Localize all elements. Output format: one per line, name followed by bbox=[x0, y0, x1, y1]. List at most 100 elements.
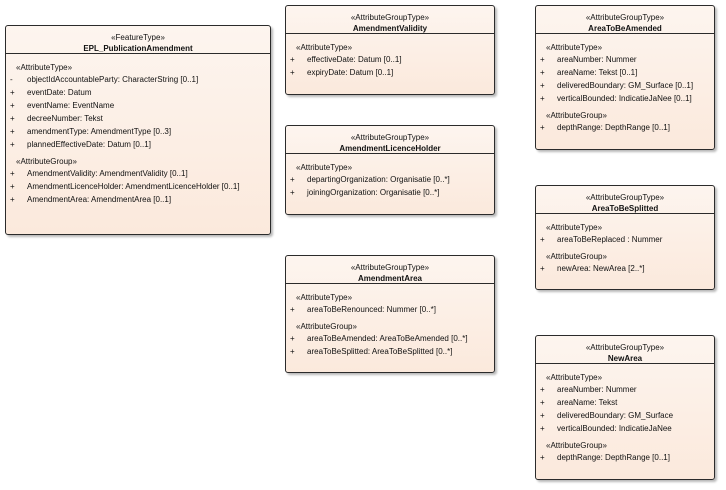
attribute-row[interactable]: - objectIdAccountableParty: CharacterStri… bbox=[6, 73, 270, 86]
attribute-text: depthRange: DepthRange [0..1] bbox=[557, 123, 670, 132]
attribute-row[interactable]: +depthRange: DepthRange [0..1] bbox=[536, 121, 714, 134]
visibility-marker: + bbox=[290, 55, 295, 64]
attribute-text: eventDate: Datum bbox=[27, 88, 92, 97]
attribute-row[interactable]: + deliveredBoundary: GM_Surface bbox=[536, 409, 714, 422]
attribute-row[interactable]: +eventName: EventName bbox=[6, 99, 270, 112]
attribute-row[interactable]: +verticalBounded: IndicatieJaNee bbox=[536, 422, 714, 435]
visibility-marker: + bbox=[290, 188, 295, 197]
attribute-row[interactable]: + verticalBounded: IndicatieJaNee [0..1] bbox=[536, 92, 714, 105]
section-label: «AttributeType» bbox=[296, 43, 353, 52]
attribute-row[interactable]: + areaName: Tekst [0..1] bbox=[536, 66, 714, 79]
class-stereotype: «AttributeGroupType» bbox=[585, 13, 665, 22]
attribute-row[interactable]: + expiryDate: Datum [0..1] bbox=[286, 66, 494, 79]
attribute-row[interactable]: + areaNumber: Nummer bbox=[536, 53, 714, 66]
class-name: AreaToBeAmended bbox=[588, 24, 662, 33]
attribute-text: expiryDate: Datum [0..1] bbox=[307, 68, 394, 77]
class-header: «AttributeGroupType» NewArea bbox=[536, 336, 714, 364]
class-header: «AttributeGroupType» AmendmentValidity bbox=[286, 6, 494, 34]
attribute-row[interactable]: + areaName: Tekst bbox=[536, 396, 714, 409]
class-header: «AttributeGroupType» AmendmentArea bbox=[286, 256, 494, 284]
visibility-marker: + bbox=[290, 68, 295, 77]
class-stereotype: «AttributeGroupType» bbox=[585, 193, 665, 202]
visibility-marker: + bbox=[540, 264, 545, 273]
class-name: EPL_PublicationAmendment bbox=[83, 44, 193, 53]
class-epl-publication-amendment[interactable]: «FeatureType» EPL_PublicationAmendment «… bbox=[5, 25, 271, 235]
section-label: «AttributeType» bbox=[16, 63, 73, 72]
class-name: AmendmentValidity bbox=[352, 24, 428, 33]
attribute-row[interactable]: +areaToBeReplaced : Nummer bbox=[536, 233, 714, 246]
attribute-row[interactable]: + areaToBeAmended: AreaToBeAmended [0..*] bbox=[286, 332, 494, 345]
attribute-row[interactable]: +plannedEffectiveDate: Datum [0..1] bbox=[6, 138, 270, 151]
class-new-area[interactable]: «AttributeGroupType» NewArea «AttributeT… bbox=[535, 335, 715, 480]
class-stereotype: «AttributeGroupType» bbox=[350, 263, 430, 272]
attribute-row[interactable]: + effectiveDate: Datum [0..1] bbox=[286, 53, 494, 66]
attribute-text: departingOrganization: Organisatie [0..*… bbox=[307, 175, 450, 184]
attribute-row[interactable]: +areaNumber: Nummer bbox=[536, 383, 714, 396]
visibility-marker: + bbox=[540, 411, 545, 420]
attribute-text: objectIdAccountableParty: CharacterStrin… bbox=[27, 75, 199, 84]
class-stereotype: «AttributeGroupType» bbox=[350, 13, 430, 22]
visibility-marker: + bbox=[540, 55, 545, 64]
attribute-text: areaToBeAmended: AreaToBeAmended [0..*] bbox=[307, 334, 468, 343]
visibility-marker: + bbox=[10, 195, 15, 204]
section-label: «AttributeGroup» bbox=[546, 111, 607, 120]
attribute-row[interactable]: +deliveredBoundary: GM_Surface [0..1] bbox=[536, 79, 714, 92]
attribute-text: depthRange: DepthRange [0..1] bbox=[557, 453, 670, 462]
attribute-text: deliveredBoundary: GM_Surface [0..1] bbox=[557, 81, 694, 90]
attribute-text: deliveredBoundary: GM_Surface bbox=[557, 411, 674, 420]
class-amendment-validity[interactable]: «AttributeGroupType» AmendmentValidity «… bbox=[285, 5, 495, 95]
attribute-row[interactable]: +departingOrganization: Organisatie [0..… bbox=[286, 173, 494, 186]
attribute-row[interactable]: + eventDate: Datum bbox=[6, 86, 270, 99]
class-stereotype: «FeatureType» bbox=[111, 33, 165, 42]
attribute-row[interactable]: +areaToBeSplitted: AreaToBeSplitted [0..… bbox=[286, 345, 494, 358]
visibility-marker: + bbox=[10, 101, 15, 110]
class-header: «FeatureType» EPL_PublicationAmendment bbox=[6, 26, 270, 54]
visibility-marker: + bbox=[540, 235, 545, 244]
attribute-row[interactable]: +decreeNumber: Tekst bbox=[6, 112, 270, 125]
attribute-row[interactable]: +AmendmentLicenceHolder: AmendmentLicenc… bbox=[6, 180, 270, 193]
attribute-row[interactable]: + joiningOrganization: Organisatie [0..*] bbox=[286, 186, 494, 199]
class-stereotype: «AttributeGroupType» bbox=[585, 343, 665, 352]
section-label: «AttributeType» bbox=[296, 163, 353, 172]
class-amendment-licence-holder[interactable]: «AttributeGroupType» AmendmentLicenceHol… bbox=[285, 125, 495, 215]
attribute-text: AmendmentValidity: AmendmentValidity [0.… bbox=[27, 169, 188, 178]
class-area-to-be-splitted[interactable]: «AttributeGroupType» AreaToBeSplitted «A… bbox=[535, 185, 715, 290]
attribute-text: AmendmentArea: AmendmentArea [0..1] bbox=[27, 195, 172, 204]
visibility-marker: + bbox=[10, 169, 15, 178]
visibility-marker: - bbox=[10, 75, 13, 84]
attribute-row[interactable]: +areaToBeRenounced: Nummer [0..*] bbox=[286, 303, 494, 316]
attribute-text: areaName: Tekst [0..1] bbox=[557, 68, 638, 77]
class-name: AmendmentArea bbox=[357, 274, 422, 283]
visibility-marker: + bbox=[10, 182, 15, 191]
section-label: «AttributeType» bbox=[296, 293, 353, 302]
section-label: «AttributeType» bbox=[546, 373, 603, 382]
visibility-marker: + bbox=[10, 88, 15, 97]
visibility-marker: + bbox=[10, 114, 15, 123]
attribute-row[interactable]: + AmendmentArea: AmendmentArea [0..1] bbox=[6, 193, 270, 206]
section-label: «AttributeGroup» bbox=[546, 441, 607, 450]
visibility-marker: + bbox=[290, 334, 295, 343]
attribute-row[interactable]: + amendmentType: AmendmentType [0..3] bbox=[6, 125, 270, 138]
attribute-text: areaNumber: Nummer bbox=[557, 55, 637, 64]
attribute-text: areaToBeRenounced: Nummer [0..*] bbox=[307, 305, 436, 314]
visibility-marker: + bbox=[540, 398, 545, 407]
attribute-text: areaName: Tekst bbox=[557, 398, 618, 407]
class-area-to-be-amended[interactable]: «AttributeGroupType» AreaToBeAmended «At… bbox=[535, 5, 715, 150]
visibility-marker: + bbox=[540, 68, 545, 77]
class-header: «AttributeGroupType» AreaToBeAmended bbox=[536, 6, 714, 34]
section-label: «AttributeGroup» bbox=[296, 322, 357, 331]
attribute-text: verticalBounded: IndicatieJaNee bbox=[557, 424, 672, 433]
visibility-marker: + bbox=[540, 94, 545, 103]
attribute-row[interactable]: + AmendmentValidity: AmendmentValidity [0… bbox=[6, 167, 270, 180]
section-label: «AttributeType» bbox=[546, 223, 603, 232]
attribute-text: amendmentType: AmendmentType [0..3] bbox=[27, 127, 172, 136]
attribute-text: verticalBounded: IndicatieJaNee [0..1] bbox=[557, 94, 692, 103]
attribute-text: effectiveDate: Datum [0..1] bbox=[307, 55, 402, 64]
attribute-row[interactable]: +depthRange: DepthRange [0..1] bbox=[536, 451, 714, 464]
class-name: AmendmentLicenceHolder bbox=[339, 144, 441, 153]
attribute-text: joiningOrganization: Organisatie [0..*] bbox=[307, 188, 440, 197]
attribute-row[interactable]: +newArea: NewArea [2..*] bbox=[536, 262, 714, 275]
class-amendment-area[interactable]: «AttributeGroupType» AmendmentArea «Attr… bbox=[285, 255, 495, 373]
visibility-marker: + bbox=[540, 385, 545, 394]
visibility-marker: + bbox=[10, 127, 15, 136]
